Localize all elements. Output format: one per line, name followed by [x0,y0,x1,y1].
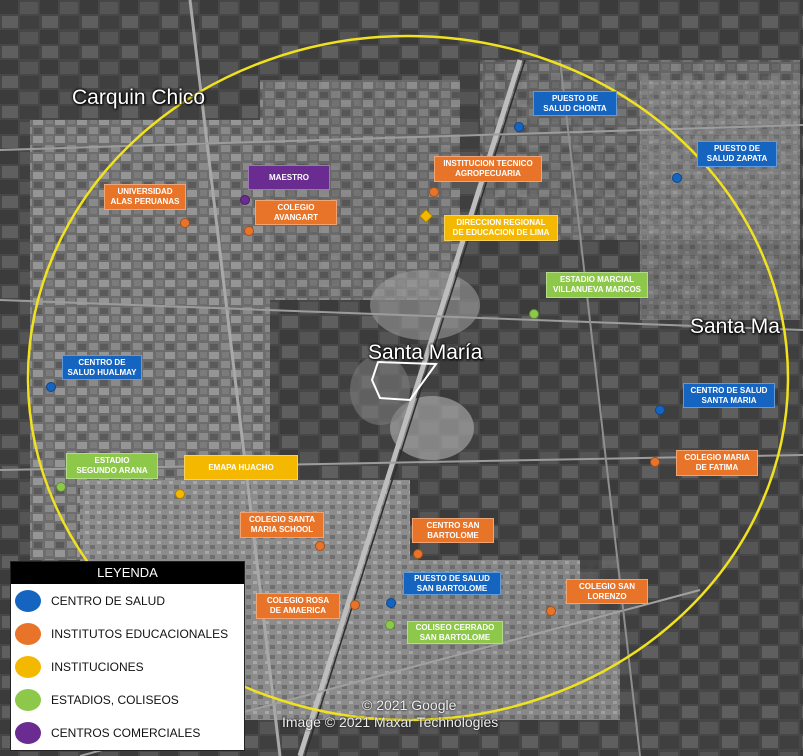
label-maestro[interactable]: MAESTRO [248,165,330,190]
place-santa-ma-edge: Santa Ma [690,315,780,338]
label-colegio-san-lorenzo[interactable]: COLEGIO SAN LORENZO [566,579,648,604]
label-puesto-salud-san-bartolome[interactable]: PUESTO DE SALUD SAN BARTOLOME [403,572,501,595]
copyright-text: © 2021 Google [362,697,457,713]
legend-label: INSTITUCIONES [51,659,144,674]
label-universidad-alas-peruanas[interactable]: UNIVERSIDAD ALAS PERUANAS [104,184,186,210]
legend-title: LEYENDA [11,562,244,584]
label-centro-san-bartolome[interactable]: CENTRO SAN BARTOLOME [412,518,494,543]
legend-item-commercial: CENTROS COMERCIALES [11,716,244,749]
label-direccion-regional[interactable]: DIRECCION REGIONAL DE EDUCACION DE LIMA [444,215,558,241]
legend-swatch-institution [15,655,41,678]
pin-estadio-marcial[interactable] [529,309,539,319]
pin-centro-salud-hualmay[interactable] [46,382,56,392]
pin-centro-salud-santa-maria[interactable] [655,405,665,415]
legend-swatch-stadium [15,688,41,711]
pin-institucion-tecnico[interactable] [429,187,439,197]
label-institucion-tecnico[interactable]: INSTITUCION TECNICO AGROPECUARIA [434,156,542,182]
legend-item-health: CENTRO DE SALUD [11,584,244,617]
legend-label: INSTITUTOS EDUCACIONALES [51,626,229,641]
pin-colegio-avangart[interactable] [244,226,254,236]
pin-colegio-maria-de-fatima[interactable] [650,457,660,467]
pin-puesto-salud-zapata[interactable] [672,173,682,183]
legend-item-education: INSTITUTOS EDUCACIONALES [11,617,244,650]
label-emapa-huacho[interactable]: EMAPA HUACHO [184,455,298,480]
imagery-attribution: Image © 2021 Maxar Technologies [282,714,499,730]
pin-colegio-rosa-de-amaerica[interactable] [350,600,360,610]
pin-puesto-salud-san-bartolome[interactable] [386,598,396,608]
label-puesto-salud-chonta[interactable]: PUESTO DE SALUD CHONTA [533,91,617,116]
label-colegio-santa-maria-school[interactable]: COLEGIO SANTA MARIA SCHOOL [240,512,324,538]
coverage-ring [26,34,790,722]
place-santa-maria: Santa María [368,341,483,364]
pin-estadio-segundo-arana[interactable] [56,482,66,492]
label-colegio-maria-de-fatima[interactable]: COLEGIO MARIA DE FATIMA [676,450,758,476]
legend-swatch-health [15,589,41,612]
label-centro-salud-santa-maria[interactable]: CENTRO DE SALUD SANTA MARIA [683,383,775,408]
label-colegio-rosa-de-amaerica[interactable]: COLEGIO ROSA DE AMAERICA [256,593,340,619]
label-centro-salud-hualmay[interactable]: CENTRO DE SALUD HUALMAY [62,355,142,380]
pin-coliseo-cerrado[interactable] [385,620,395,630]
santa-maria-boundary [370,360,438,402]
pin-colegio-san-lorenzo[interactable] [546,606,556,616]
legend-item-stadium: ESTADIOS, COLISEOS [11,683,244,716]
place-carquin-chico: Carquin Chico [72,86,206,109]
pin-emapa-huacho[interactable] [175,489,185,499]
legend-label: CENTROS COMERCIALES [51,725,201,740]
label-estadio-marcial[interactable]: ESTADIO MARCIAL VILLANUEVA MARCOS [546,272,648,298]
legend-label: ESTADIOS, COLISEOS [51,692,179,707]
pin-puesto-salud-chonta[interactable] [514,122,524,132]
legend-item-institution: INSTITUCIONES [11,650,244,683]
pin-maestro[interactable] [240,195,250,205]
label-colegio-avangart[interactable]: COLEGIO AVANGART [255,200,337,225]
legend-label: CENTRO DE SALUD [51,593,166,608]
label-coliseo-cerrado[interactable]: COLISEO CERRADO SAN BARTOLOME [407,621,503,644]
map-legend: LEYENDA CENTRO DE SALUD INSTITUTOS EDUCA… [10,561,245,751]
label-estadio-segundo-arana[interactable]: ESTADIO SEGUNDO ARANA [66,453,158,479]
legend-swatch-education [15,622,41,645]
pin-centro-san-bartolome[interactable] [413,549,423,559]
legend-swatch-commercial [15,721,41,744]
pin-universidad-alas-peruanas[interactable] [180,218,190,228]
pin-colegio-santa-maria-school[interactable] [315,541,325,551]
label-puesto-salud-zapata[interactable]: PUESTO DE SALUD ZAPATA [697,141,777,167]
